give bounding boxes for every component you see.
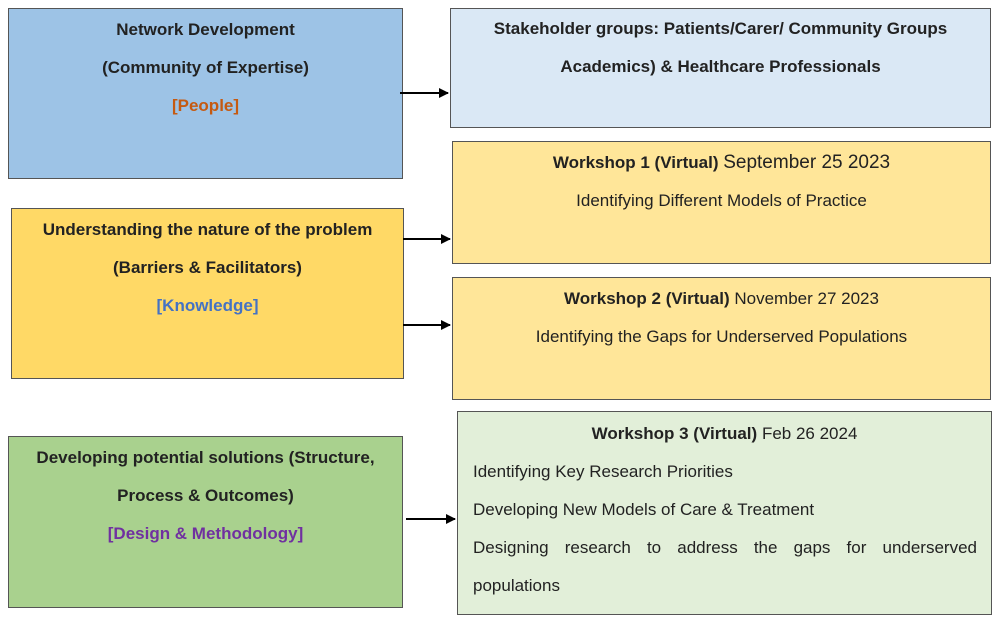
workshop-2-title: Workshop 2 (Virtual) xyxy=(564,289,730,308)
workshop-3-item: populations xyxy=(473,576,560,595)
workshop-2-heading: Workshop 2 (Virtual) November 27 2023 xyxy=(564,280,879,318)
stakeholder-line-2: Academics) & Healthcare Professionals xyxy=(560,57,881,76)
solutions-title: Developing potential solutions (Structur… xyxy=(36,448,375,467)
network-subtitle: (Community of Expertise) xyxy=(102,58,309,77)
workshop-3-title: Workshop 3 (Virtual) xyxy=(591,424,758,443)
workshop-1-box: Workshop 1 (Virtual) September 25 2023 I… xyxy=(452,141,991,264)
workshop-2-date: November 27 2023 xyxy=(734,289,879,308)
workshop-1-item: Identifying Different Models of Practice xyxy=(576,191,867,210)
stakeholder-groups-box: Stakeholder groups: Patients/Carer/ Comm… xyxy=(450,8,991,128)
workshop-3-item: Designing research to address the gaps f… xyxy=(473,538,977,557)
problem-understanding-box: Understanding the nature of the problem … xyxy=(11,208,404,379)
network-title: Network Development xyxy=(116,20,295,39)
workshop-3-box: Workshop 3 (Virtual) Feb 26 2024 Identif… xyxy=(457,411,992,615)
workshop-3-item: Identifying Key Research Priorities xyxy=(473,462,733,481)
network-tag: [People] xyxy=(171,96,240,115)
problem-title: Understanding the nature of the problem xyxy=(42,220,373,239)
workshop-3-date: Feb 26 2024 xyxy=(761,424,858,443)
workshop-1-heading: Workshop 1 (Virtual) September 25 2023 xyxy=(553,144,890,182)
problem-tag: [Knowledge] xyxy=(156,296,259,315)
solutions-subtitle: Process & Outcomes) xyxy=(117,486,294,505)
workshop-3-heading: Workshop 3 (Virtual) Feb 26 2024 xyxy=(458,415,991,453)
workshop-2-box: Workshop 2 (Virtual) November 27 2023 Id… xyxy=(452,277,991,400)
workshop-1-title: Workshop 1 (Virtual) xyxy=(552,153,719,172)
solutions-tag: [Design & Methodology] xyxy=(107,524,304,543)
workshop-2-item: Identifying the Gaps for Underserved Pop… xyxy=(535,327,908,346)
workshop-1-date: September 25 2023 xyxy=(723,152,891,173)
stakeholder-line-1: Stakeholder groups: Patients/Carer/ Comm… xyxy=(493,19,948,38)
potential-solutions-box: Developing potential solutions (Structur… xyxy=(8,436,403,608)
workshop-3-item: Developing New Models of Care & Treatmen… xyxy=(473,500,815,519)
problem-subtitle: (Barriers & Facilitators) xyxy=(113,258,302,277)
network-development-box: Network Development (Community of Expert… xyxy=(8,8,403,179)
